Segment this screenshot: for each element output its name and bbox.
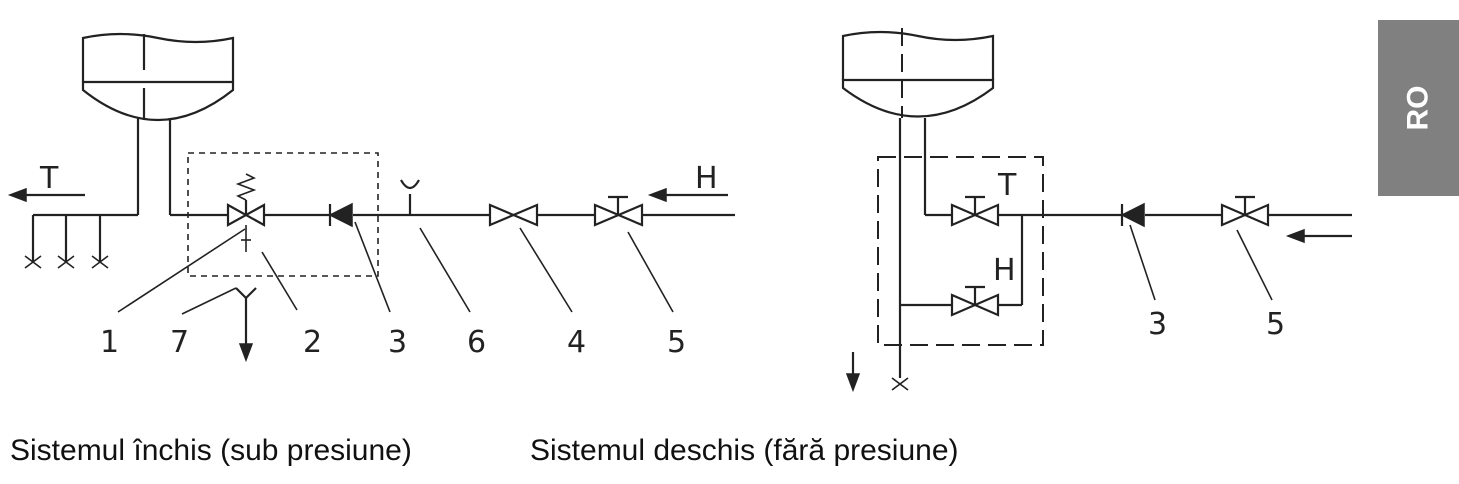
test-outlet-icon — [400, 179, 420, 215]
arrow-icon — [845, 352, 861, 393]
arrow-icon — [647, 187, 728, 203]
callout-numbers: 1 7 2 3 6 4 5 — [100, 325, 686, 360]
right-pipework — [900, 213, 1352, 307]
safety-valve-icon — [226, 173, 266, 252]
shutoff-valve-icon — [488, 203, 539, 227]
arrow-icon — [1285, 228, 1352, 244]
callout-7: 7 — [170, 325, 189, 360]
lower-valve-icon — [950, 285, 1000, 317]
valve-label-h: H — [993, 253, 1016, 288]
check-valve-icon — [328, 202, 353, 228]
open-system-schematic: T H 3 5 — [841, 28, 1352, 393]
stop-valve-icon — [593, 195, 644, 227]
valve-label-t: T — [997, 168, 1017, 203]
language-tab-label: RO — [1401, 85, 1435, 131]
callout-6: 6 — [467, 325, 486, 360]
callout-5: 5 — [1266, 307, 1285, 342]
left-tank — [81, 32, 235, 215]
stop-valve-icon — [1220, 195, 1270, 227]
flow-label-h: H — [695, 161, 718, 196]
drain-cross-icon — [24, 255, 109, 269]
callout-1: 1 — [100, 325, 119, 360]
arrow-icon — [7, 187, 85, 203]
open-system-caption: Sistemul deschis (fără presiune) — [530, 434, 959, 467]
callout-5: 5 — [667, 325, 686, 360]
callout-3: 3 — [1148, 307, 1167, 342]
check-valve-icon — [1120, 202, 1145, 228]
callout-3: 3 — [388, 325, 407, 360]
callout-leaders — [117, 221, 674, 315]
callout-4: 4 — [567, 325, 586, 360]
language-tab: RO — [1378, 20, 1459, 196]
left-pipework — [31, 213, 735, 262]
safety-group-boundary — [187, 152, 379, 277]
callout-numbers: 3 5 — [1148, 307, 1285, 342]
upper-valve-icon — [950, 195, 1000, 227]
closed-system-schematic: T H — [7, 32, 735, 363]
flow-label-t: T — [39, 161, 59, 196]
callout-leaders — [1129, 224, 1273, 301]
drain-funnel-icon — [235, 287, 257, 363]
closed-system-caption: Sistemul închis (sub presiune) — [10, 434, 412, 467]
valve-group-boundary — [877, 156, 1044, 346]
callout-2: 2 — [303, 325, 322, 360]
drain-cross-icon — [891, 377, 909, 391]
right-tank — [841, 28, 995, 378]
